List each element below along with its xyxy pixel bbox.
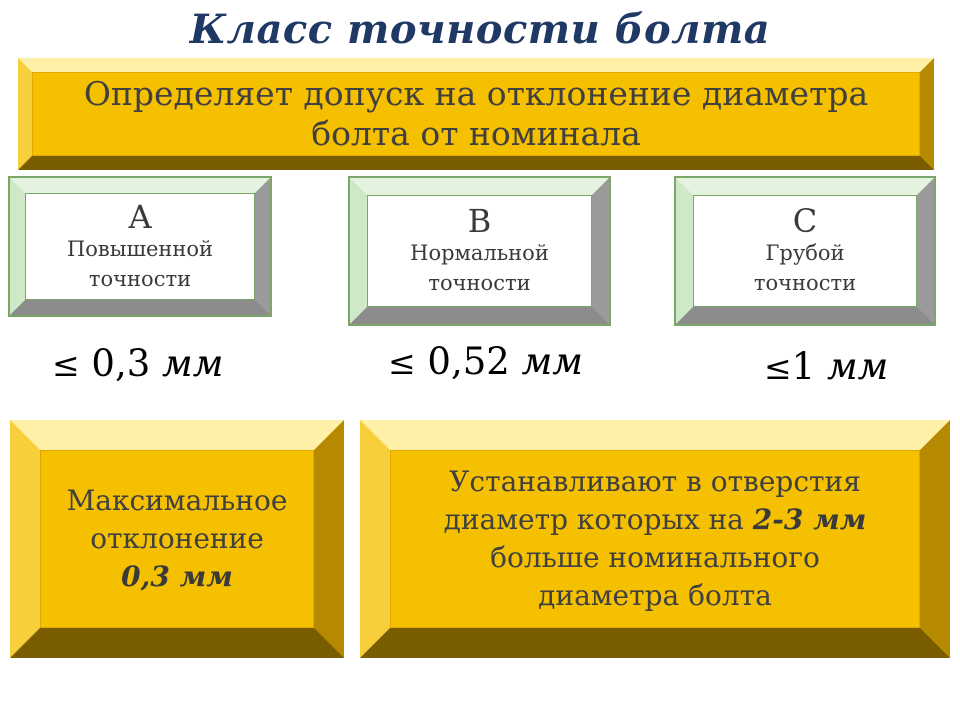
max-deviation-box: Максимальное отклонение 0,3 мм [10,420,344,658]
class-c-tolerance-value: 1 [791,345,816,388]
class-a-tolerance: ≤ 0,3 мм [52,342,223,385]
class-b-box: B Нормальной точности [350,178,609,324]
class-a-tolerance-unit: мм [162,342,224,385]
class-c-tolerance: ≤1 мм [764,345,888,388]
class-c-line-1: Грубой [765,241,845,265]
class-b-letter: B [467,202,492,240]
class-b-tolerance-value: 0,52 [427,340,510,383]
holes-line-2: диаметр которых на 2-3 мм [444,501,867,539]
holes-line-2-prefix: диаметр которых на [443,503,753,536]
definition-line-1: Определяет допуск на отклонение диаметра [83,74,869,113]
less-equal-symbol: ≤ [388,343,416,382]
class-c-line-2: точности [753,271,857,295]
class-c-box: C Грубой точности [676,178,934,324]
class-b-tolerance-unit: мм [521,340,583,383]
class-a-line-1: Повышенной [66,236,214,261]
class-a-line-2: точности [88,266,192,291]
slide-title: Класс точности болта [189,6,771,53]
holes-clearance-value: 2-3 мм [752,503,867,536]
class-a-letter: A [128,197,152,236]
class-c-tolerance-unit: мм [826,345,889,388]
class-b-tolerance: ≤ 0,52 мм [388,340,583,383]
class-a-tolerance-value: 0,3 [91,342,151,385]
max-deviation-line-2: отклонение [90,522,264,555]
definition-line-2: болта от номинала [311,114,641,153]
definition-box: Определяет допуск на отклонение диаметра… [18,58,934,170]
less-equal-symbol: ≤ [764,348,792,387]
class-c-letter: C [792,202,818,240]
max-deviation-line-1: Максимальное [66,484,288,517]
holes-box: Устанавливают в отверстия диаметр которы… [360,420,950,658]
holes-line-3: больше номинального [490,541,820,574]
class-a-box: A Повышенной точности [10,178,270,315]
holes-line-4: диаметра болта [538,579,772,612]
class-b-line-1: Нормальной [410,241,549,265]
max-deviation-value: 0,3 мм [121,560,233,593]
class-b-line-2: точности [428,271,531,295]
less-equal-symbol: ≤ [52,345,80,384]
holes-line-1: Устанавливают в отверстия [449,465,861,498]
